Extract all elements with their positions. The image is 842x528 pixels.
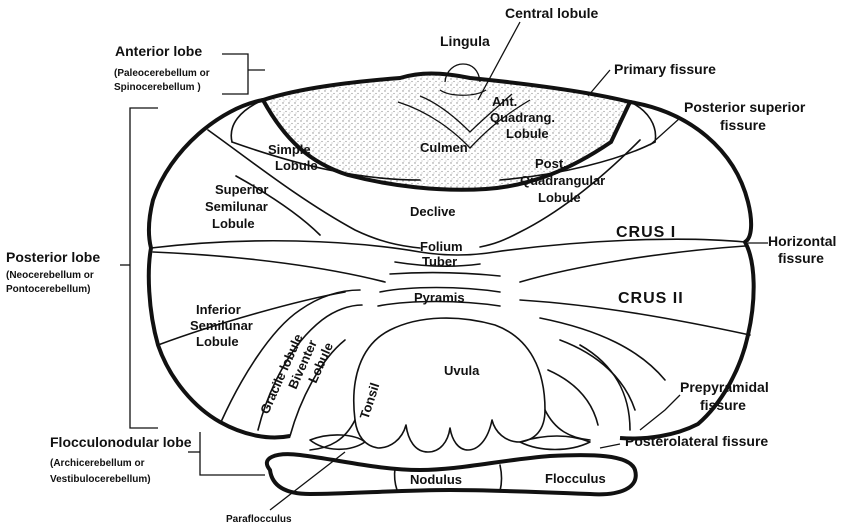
label-superior-semilunar-1: Superior [215, 182, 268, 197]
label-flocculonodular-sub1: (Archicerebellum or [50, 458, 145, 469]
label-ant-quadrang-3: Lobule [506, 126, 549, 141]
flocculonodular-shape [264, 452, 638, 497]
label-prepyramidal-fissure-1: Prepyramidal [680, 379, 769, 395]
leader-lines [120, 21, 768, 511]
label-crus-2: CRUS II [618, 290, 684, 307]
label-post-quadrangular-1: Post. [535, 156, 567, 171]
label-simple-lobule-2: Lobule [275, 158, 318, 173]
label-simple-lobule-1: Simple [268, 142, 311, 157]
label-superior-semilunar-2: Semilunar [205, 199, 268, 214]
label-tonsil: Tonsil [357, 381, 383, 421]
label-pyramis: Pyramis [414, 290, 465, 305]
label-posterior-lobe-sub1: (Neocerebellum or [6, 270, 94, 281]
label-declive: Declive [410, 204, 456, 219]
outline-left [146, 98, 291, 440]
label-posterior-superior-fissure-1: Posterior superior [684, 99, 806, 115]
label-inferior-semilunar-3: Lobule [196, 334, 239, 349]
label-central-lobule: Central lobule [505, 5, 599, 21]
label-inferior-semilunar-1: Inferior [196, 302, 241, 317]
label-nodulus: Nodulus [410, 472, 462, 487]
label-anterior-lobe-sub2: Spinocerebellum ) [114, 82, 201, 93]
label-anterior-lobe: Anterior lobe [115, 43, 202, 59]
label-crus-1: CRUS I [616, 224, 676, 241]
label-flocculonodular-lobe: Flocculonodular lobe [50, 434, 192, 450]
label-posterior-lobe: Posterior lobe [6, 249, 100, 265]
anterior-lobe-shape [260, 71, 633, 192]
label-folium: Folium [420, 239, 463, 254]
label-culmen: Culmen [420, 140, 468, 155]
label-flocculonodular-sub2: Vestibulocerebellum) [50, 474, 151, 485]
label-lingula: Lingula [440, 33, 490, 49]
label-ant-quadrang-2: Quadrang. [490, 110, 555, 125]
label-horizontal-fissure-2: fissure [778, 250, 824, 266]
label-paraflocculus: Paraflocculus [226, 514, 292, 525]
label-posterior-superior-fissure-2: fissure [720, 117, 766, 133]
label-post-quadrangular-3: Lobule [538, 190, 581, 205]
label-ant-quadrang-1: Ant. [492, 94, 517, 109]
label-primary-fissure: Primary fissure [614, 61, 716, 77]
label-posterior-lobe-sub2: Pontocerebellum) [6, 284, 90, 295]
label-inferior-semilunar-2: Semilunar [190, 318, 253, 333]
label-horizontal-fissure-1: Horizontal [768, 233, 836, 249]
label-superior-semilunar-3: Lobule [212, 216, 255, 231]
label-tuber: Tuber [422, 254, 457, 269]
outline-group [146, 63, 756, 497]
label-post-quadrangular-2: Quadrangular [520, 173, 605, 188]
label-prepyramidal-fissure-2: fissure [700, 397, 746, 413]
label-posterolateral-fissure: Posterolateral fissure [625, 433, 768, 449]
label-flocculus: Flocculus [545, 471, 606, 486]
label-uvula: Uvula [444, 363, 480, 378]
label-anterior-lobe-sub1: (Paleocerebellum or [114, 68, 210, 79]
outline-right [619, 100, 756, 441]
uvula-shape [352, 317, 546, 453]
